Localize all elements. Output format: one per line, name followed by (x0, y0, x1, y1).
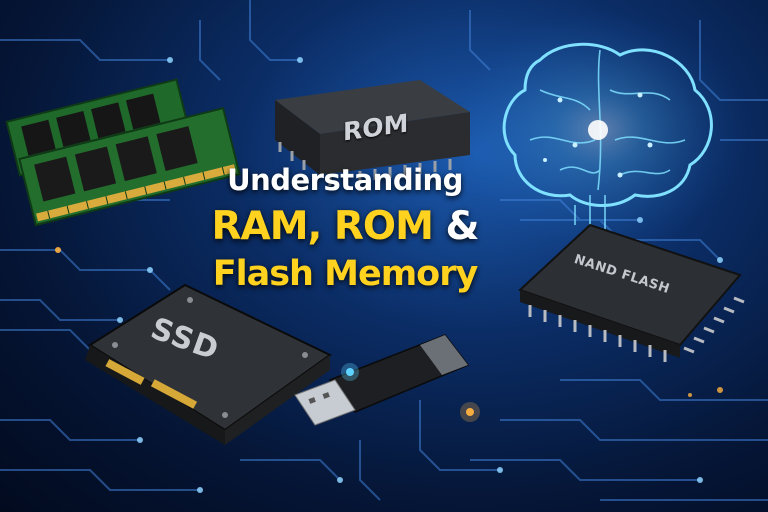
title-line-3: Flash Memory (212, 254, 479, 294)
title-block: Understanding RAM, ROM & Flash Memory (170, 160, 520, 296)
title-ram-rom: RAM, ROM (211, 204, 446, 249)
title-ampersand: & (445, 204, 479, 249)
title-line-2: RAM, ROM & (170, 202, 520, 252)
title-line-1: Understanding (227, 163, 463, 197)
